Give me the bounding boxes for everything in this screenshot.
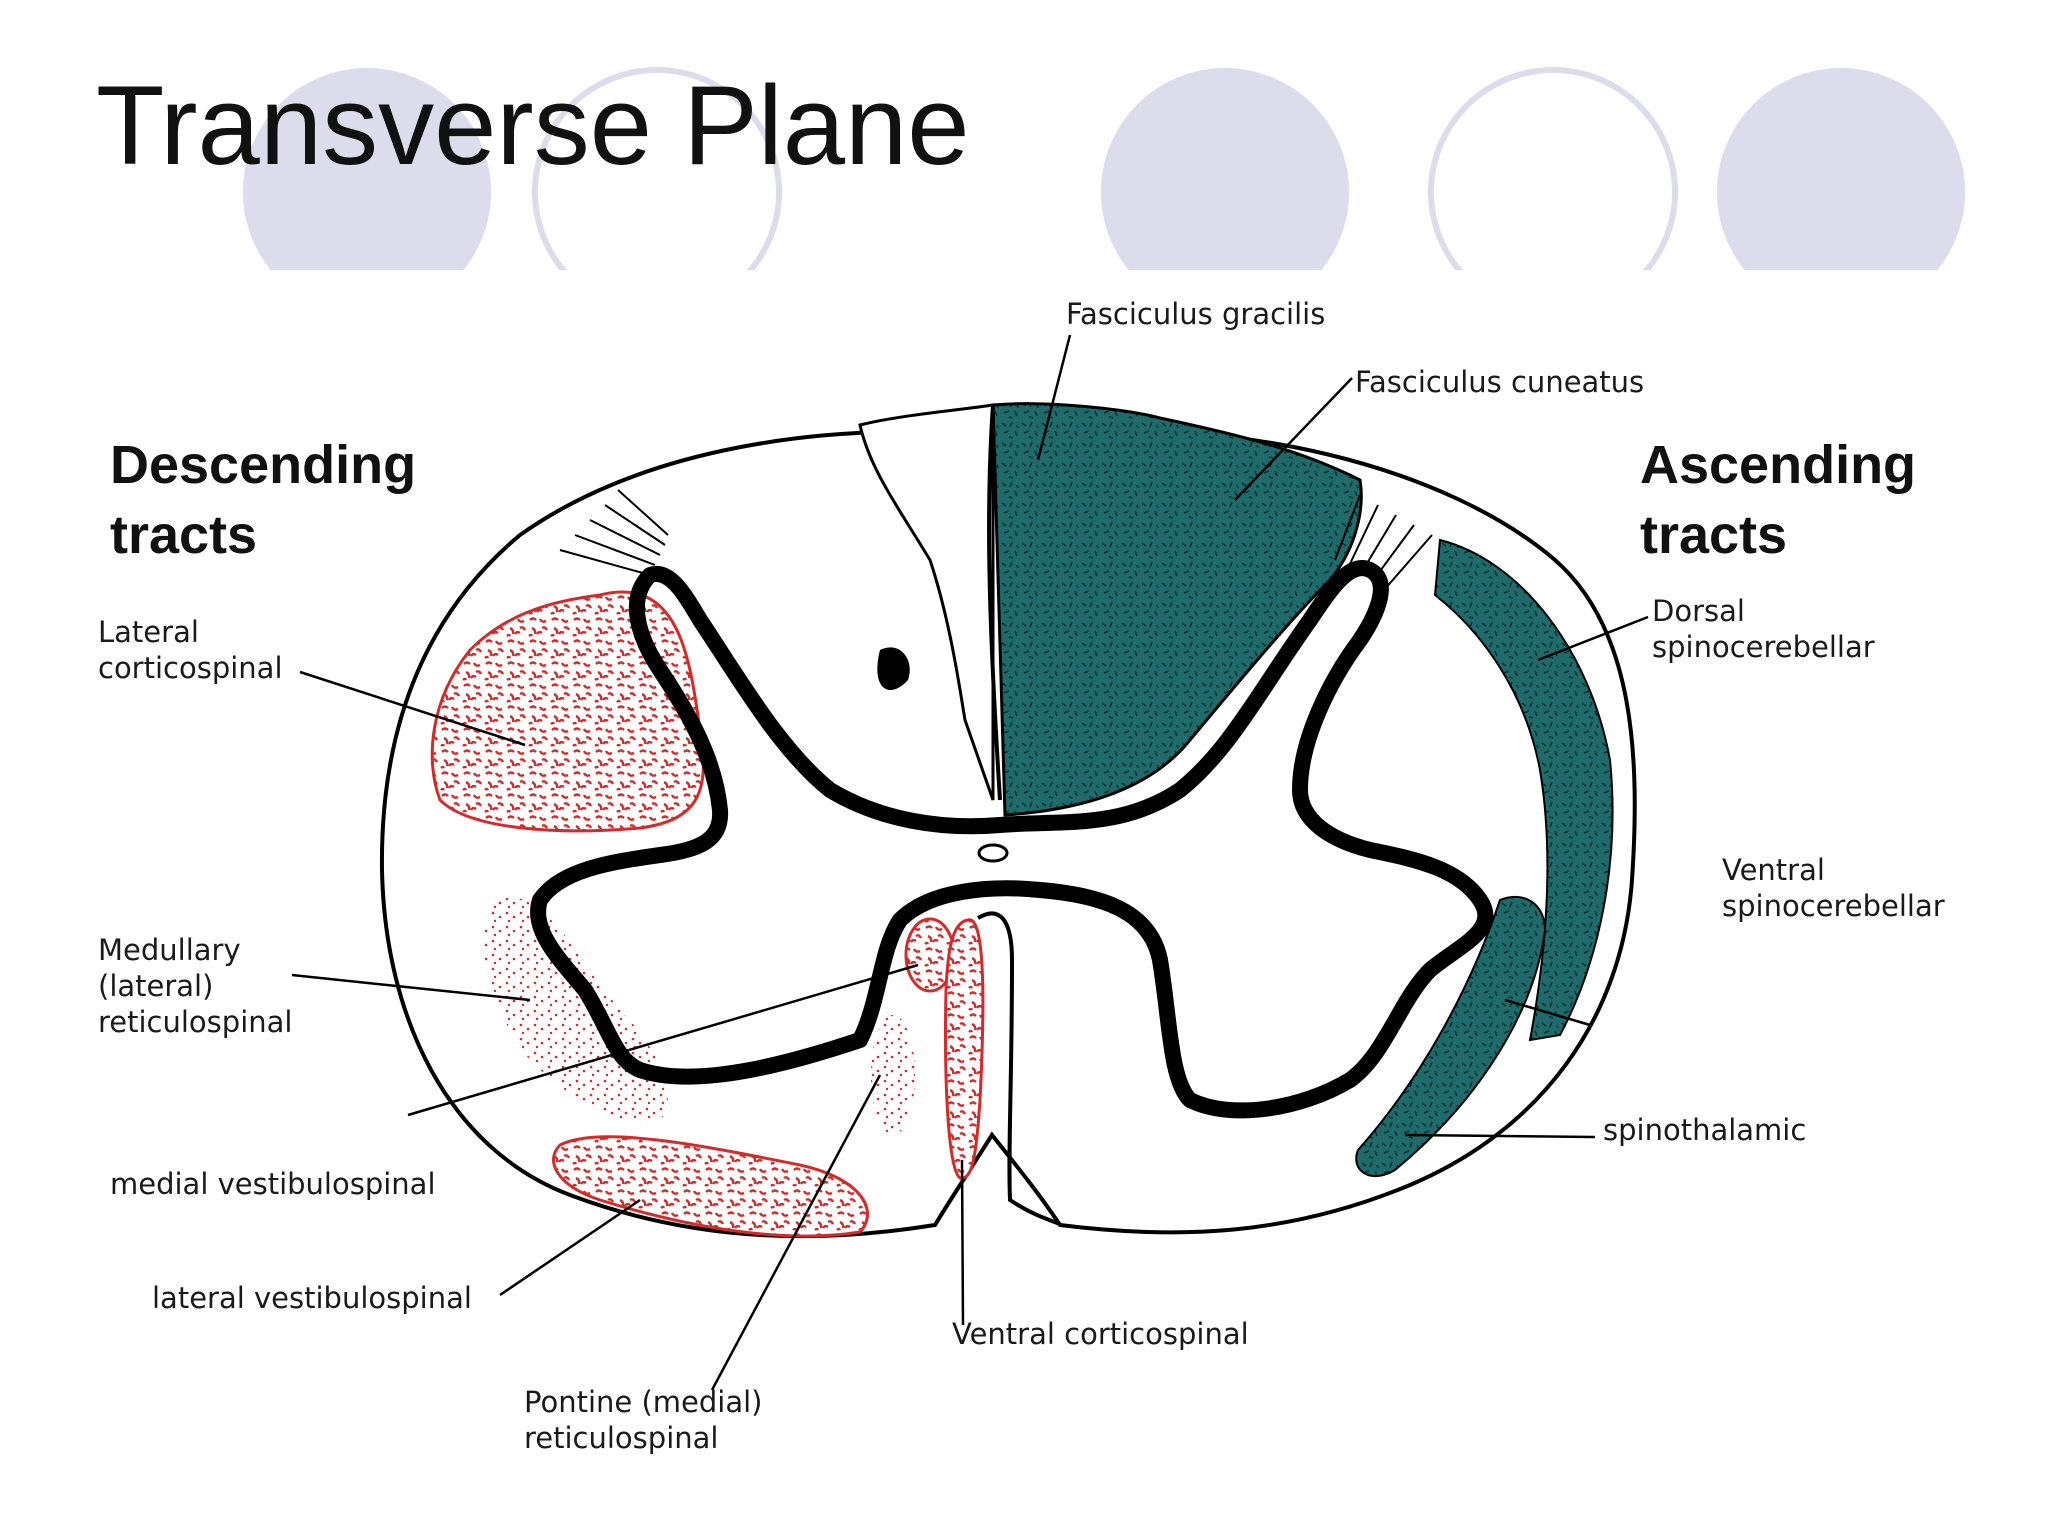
label-line: spinocerebellar [1652, 630, 1875, 664]
label-line: corticospinal [98, 651, 283, 685]
label-line: Ventral corticospinal [952, 1317, 1249, 1351]
slide-title: Transverse Plane [96, 63, 970, 188]
ascending-tracts-heading: Ascending tracts [1640, 430, 1916, 570]
label-line: reticulospinal [524, 1421, 719, 1455]
label-spinothalamic: spinothalamic [1603, 1112, 1806, 1148]
cord-outline [379, 427, 1637, 1239]
label-dorsal-spinocerebellar: Dorsal spinocerebellar [1652, 593, 1875, 665]
label-medial-vestibulospinal: medial vestibulospinal [110, 1166, 436, 1202]
label-pontine-reticulospinal: Pontine (medial) reticulospinal [524, 1384, 762, 1456]
heading-line: Ascending [1640, 435, 1917, 495]
dorsal-root-fibers-left [559, 489, 669, 576]
label-ventral-spinocerebellar: Ventral spinocerebellar [1722, 852, 1945, 924]
decor-circle-filled [1101, 68, 1349, 275]
label-line: reticulospinal [98, 1005, 293, 1039]
label-line: Lateral [98, 615, 199, 649]
label-line: (lateral) [98, 969, 214, 1003]
ventral-median-fissure [976, 911, 1062, 1227]
decor-circle-filled [1717, 68, 1965, 275]
label-line: Dorsal [1652, 594, 1745, 628]
label-ventral-corticospinal: Ventral corticospinal [952, 1316, 1249, 1352]
label-line: Medullary [98, 933, 241, 967]
heading-line: tracts [110, 505, 258, 565]
label-line: Fasciculus cuneatus [1355, 365, 1645, 399]
label-lateral-vestibulospinal: lateral vestibulospinal [152, 1280, 472, 1316]
label-line: medial vestibulospinal [110, 1167, 436, 1201]
heading-line: Descending [110, 435, 417, 495]
pontine-reticulospinal-tract [871, 1015, 915, 1135]
central-canal [977, 843, 1009, 863]
posterior-funiculus-left [858, 403, 995, 801]
label-lateral-corticospinal: Lateral corticospinal [98, 614, 283, 686]
spinothalamic-tract [1355, 895, 1547, 1177]
label-line: spinothalamic [1603, 1113, 1807, 1147]
dorsal-septum-notch [877, 647, 910, 690]
descending-tracts-heading: Descending tracts [110, 430, 416, 570]
label-line: Ventral [1722, 853, 1825, 887]
dorsal-root-fibers-right [1334, 494, 1433, 591]
heading-line: tracts [1640, 505, 1788, 565]
leader-lines [291, 334, 1649, 1391]
gray-matter-outline [530, 560, 1494, 1119]
decor-circle-outline [532, 67, 782, 275]
decorative-circles [0, 67, 2048, 275]
label-line: Fasciculus gracilis [1066, 297, 1326, 331]
label-fasciculus-cuneatus: Fasciculus cuneatus [1355, 364, 1644, 400]
posterior-median-septum [987, 404, 1002, 801]
decor-circle-filled [243, 68, 491, 275]
label-line: lateral vestibulospinal [152, 1281, 472, 1315]
label-medullary-reticulospinal: Medullary (lateral) reticulospinal [98, 932, 292, 1040]
lateral-corticospinal-tract [430, 590, 705, 833]
decor-circle-outline [1428, 67, 1678, 275]
label-line: Pontine (medial) [524, 1385, 763, 1419]
lateral-vestibulospinal-tract [552, 1135, 869, 1238]
dorsal-spinocerebellar-tract [1433, 538, 1614, 1042]
label-fasciculus-gracilis: Fasciculus gracilis [1066, 296, 1325, 332]
label-line: spinocerebellar [1722, 889, 1945, 923]
ventral-corticospinal-tract [944, 918, 985, 1180]
dorsal-column-tract [991, 402, 1363, 817]
